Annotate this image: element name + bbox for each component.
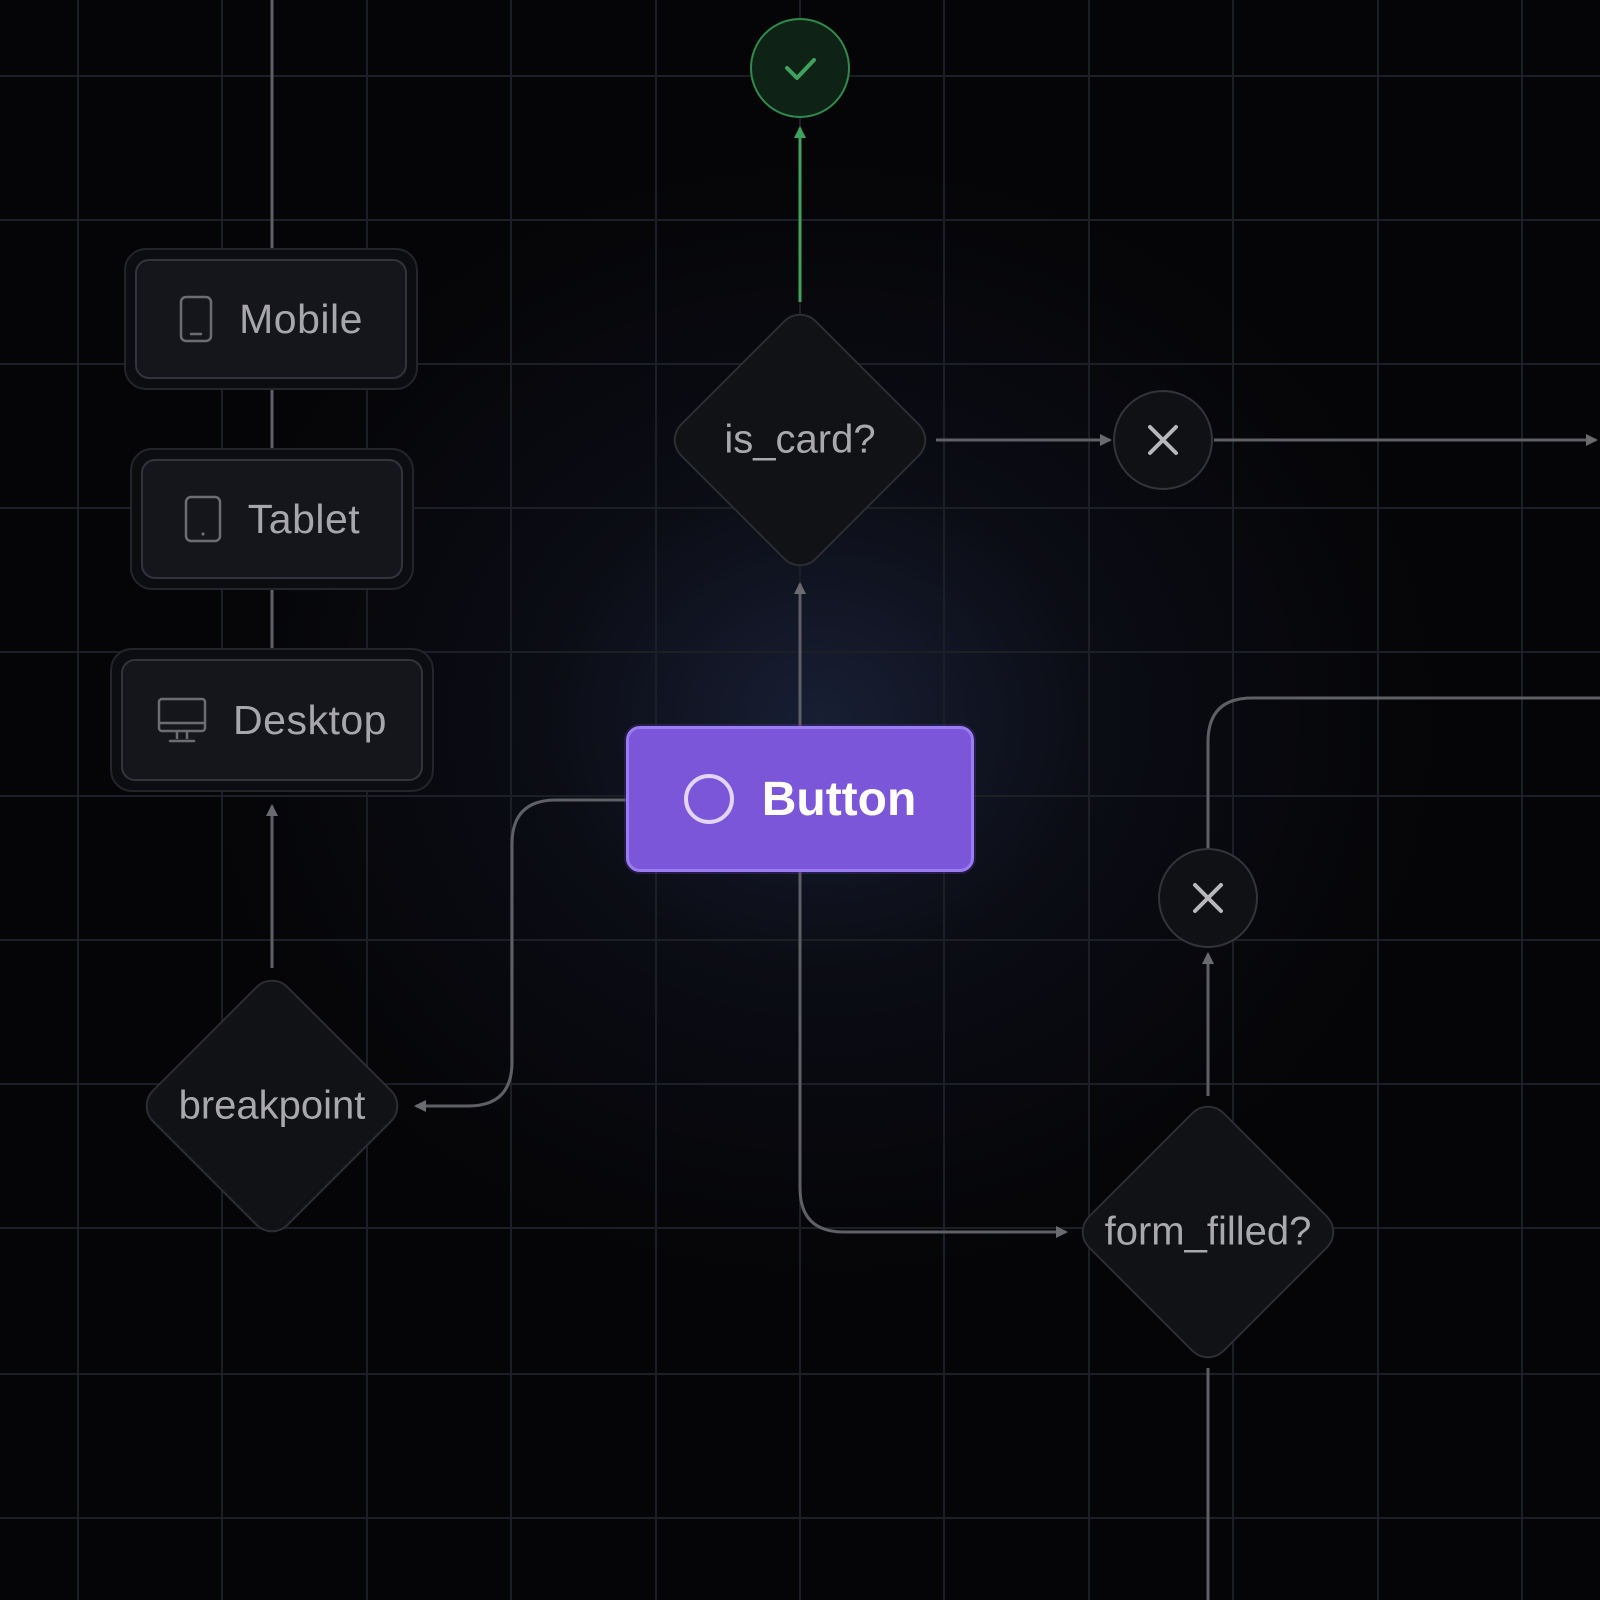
tablet-icon	[184, 495, 222, 543]
edge-button-to-breakpoint	[414, 798, 626, 1112]
decision-form-filled[interactable]	[1074, 1098, 1343, 1367]
button-node-label: Button	[761, 772, 917, 826]
device-label-desktop: Desktop	[233, 696, 387, 743]
decision-label-form-filled: form_filled?	[1104, 1209, 1312, 1254]
decision-breakpoint[interactable]	[138, 972, 407, 1241]
device-node-mobile-inner: Mobile	[135, 259, 407, 379]
edge-fail-to-right-upper	[1206, 696, 1600, 850]
fail-node-form-filled[interactable]	[1158, 848, 1258, 948]
mobile-icon	[179, 295, 213, 343]
device-node-mobile[interactable]: Mobile	[124, 248, 418, 390]
decision-label-breakpoint: breakpoint	[178, 1083, 366, 1128]
edge-button-to-form-filled	[798, 872, 1068, 1238]
device-label-mobile: Mobile	[239, 295, 363, 342]
button-node[interactable]: Button	[626, 726, 974, 872]
device-node-desktop[interactable]: Desktop	[110, 648, 434, 792]
device-node-desktop-inner: Desktop	[121, 659, 423, 781]
device-label-tablet: Tablet	[247, 495, 361, 542]
check-icon	[785, 58, 816, 80]
fail-node-is-card[interactable]	[1113, 390, 1213, 490]
decision-is-card[interactable]	[666, 306, 935, 575]
success-node[interactable]	[750, 18, 850, 118]
close-icon	[1193, 883, 1223, 913]
close-icon	[1148, 425, 1178, 455]
device-node-tablet-inner: Tablet	[141, 459, 403, 579]
decision-label-is-card: is_card?	[724, 417, 876, 462]
device-node-tablet[interactable]: Tablet	[130, 448, 414, 590]
circle-icon	[683, 774, 734, 824]
desktop-icon	[157, 697, 207, 743]
